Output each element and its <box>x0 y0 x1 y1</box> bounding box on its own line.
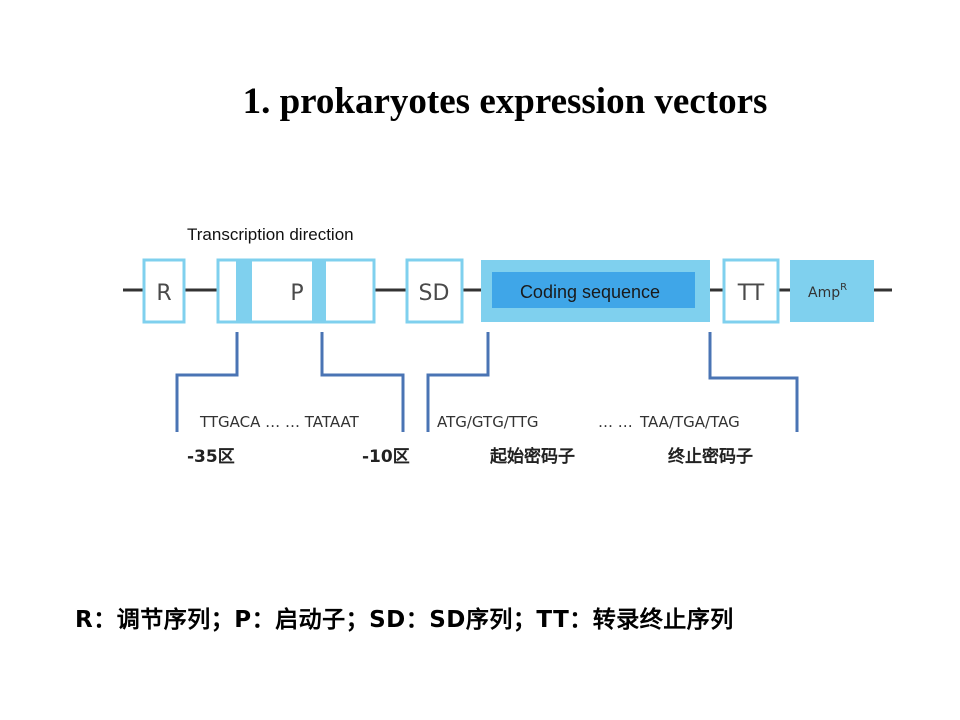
regulator-box: R <box>142 258 186 324</box>
ampr-label: AmpR <box>808 282 847 301</box>
coding-sequence-inner <box>492 272 695 308</box>
coding-sequence-box: Coding sequence <box>481 260 710 322</box>
ampr-box: AmpR <box>790 260 874 322</box>
sd-label: SD <box>419 281 450 306</box>
regulator-label: R <box>156 281 171 306</box>
codon-bracket <box>426 332 799 432</box>
minus35-region-label: -35区 <box>187 447 235 467</box>
transcription-direction-label: Transcription direction <box>187 225 354 244</box>
coding-sequence-label: Coding sequence <box>520 282 660 302</box>
promoter-bracket <box>175 332 405 432</box>
page-title: 1. prokaryotes expression vectors <box>242 81 768 122</box>
start-codon-sequence: ATG/GTG/TTG <box>437 413 539 431</box>
start-codon-label: 起始密码子 <box>489 446 575 467</box>
codon-ellipsis: … … <box>598 413 633 431</box>
sd-box: SD <box>405 258 464 324</box>
minus10-region-band <box>312 260 326 322</box>
promoter-label: P <box>290 281 303 306</box>
terminator-box: TT <box>722 258 780 324</box>
minus10-region-label: -10区 <box>362 447 410 467</box>
promoter-sequence: TTGACA … … TATAAT <box>199 413 360 431</box>
stop-codon-sequence: TAA/TGA/TAG <box>639 413 740 431</box>
minus35-region-band <box>236 260 252 322</box>
promoter-box: P <box>216 258 376 324</box>
terminator-label: TT <box>737 281 765 306</box>
stop-codon-label: 终止密码子 <box>668 446 753 467</box>
abbreviation-legend: R：调节序列；P：启动子；SD：SD序列；TT：转录终止序列 <box>75 607 734 633</box>
